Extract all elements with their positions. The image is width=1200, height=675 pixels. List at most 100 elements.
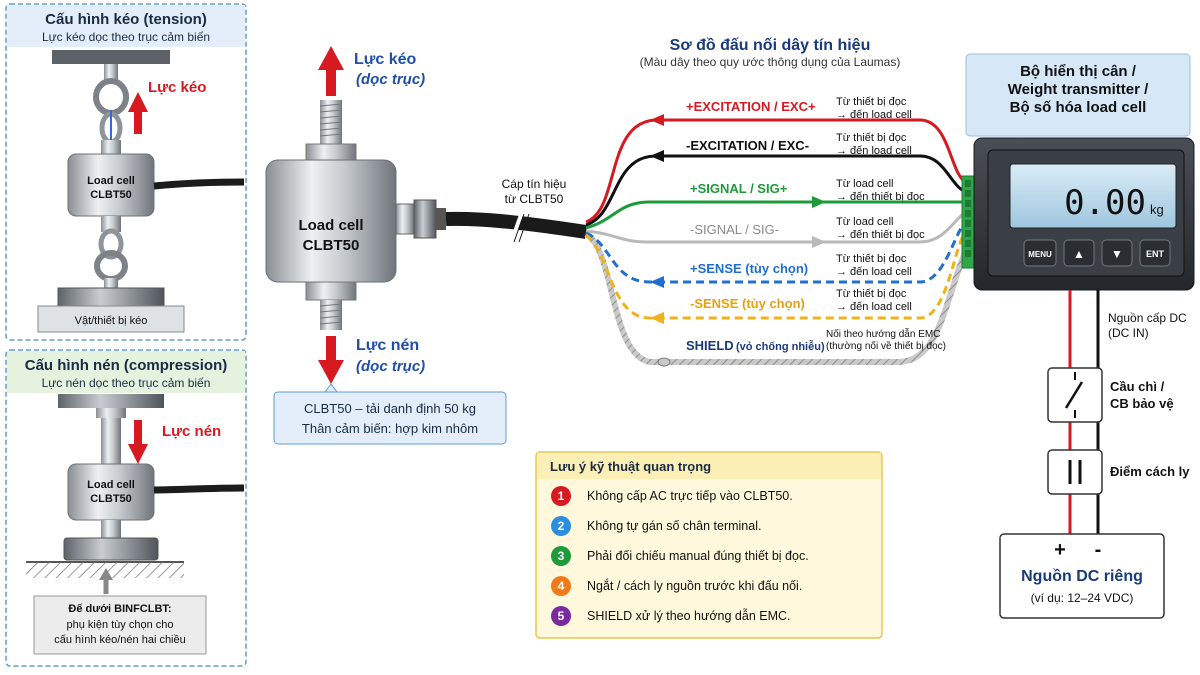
compression-cell-line2: CLBT50	[90, 493, 132, 505]
wire-dir-sense-minus-2: → đến load cell	[836, 301, 912, 313]
notes-panel: Lưu ý kỹ thuật quan trọng 1 Không cấp AC …	[535, 451, 883, 639]
push-label: Lực nén	[356, 337, 419, 354]
fuse-icon	[1047, 367, 1103, 423]
shield-label: SHIELD	[686, 338, 734, 353]
notes-title: Lưu ý kỹ thuật quan trọng	[550, 459, 711, 474]
fuse-label-2: CB bảo vệ	[1110, 396, 1174, 411]
wire-dir-sig-plus-1: Từ load cell	[836, 178, 894, 190]
signal-cable: Cáp tín hiệu từ CLBT50	[445, 177, 588, 243]
wire-dir-sense-plus-2: → đến load cell	[836, 266, 912, 278]
display-title-3: Bộ số hóa load cell	[1010, 99, 1147, 116]
main-cell-line1: Load cell	[298, 217, 363, 234]
wiring-subtitle: (Màu dây theo quy ước thông dụng của Lau…	[640, 55, 901, 69]
wire-label-sig-plus: +SIGNAL / SIG+	[690, 181, 788, 196]
compression-force-label: Lực nén	[162, 423, 221, 440]
shield-note-2: (thường nối về thiết bị đọc)	[826, 340, 946, 352]
wire-label-exc-minus: -EXCITATION / EXC-	[686, 138, 809, 153]
shield-note-1: Nối theo hướng dẫn EMC	[826, 327, 940, 340]
note-number-badge	[551, 606, 571, 626]
isolation-label: Điểm cách ly	[1110, 464, 1190, 479]
pull-sub: (dọc trục)	[356, 71, 425, 88]
compression-note-line2: phụ kiện tùy chọn cho	[66, 619, 173, 631]
note-number-badge	[551, 516, 571, 536]
tension-cell-line2: CLBT50	[90, 189, 132, 201]
down-button[interactable]: ▼	[1101, 239, 1133, 267]
cable-label-line2: từ CLBT50	[505, 192, 564, 206]
display-title-2: Weight transmitter /	[1008, 81, 1149, 98]
note-number-badge	[551, 576, 571, 596]
wire-dir-sense-minus-1: Từ thiết bị đọc	[836, 288, 907, 300]
enter-button[interactable]: ENT	[1139, 239, 1171, 267]
psu-minus: -	[1095, 539, 1102, 561]
wire-sig-minus	[585, 210, 967, 244]
wire-dir-exc-minus-2: → đến load cell	[836, 145, 912, 157]
main-load-cell: Lực kéo (dọc trục) Load cell CLBT50 Lực …	[265, 46, 507, 445]
note-text: Không tự gán số chân terminal.	[587, 519, 761, 533]
weight-indicator: Bộ hiển thị cân / Weight transmitter / B…	[965, 53, 1195, 291]
note-item: 2 Không tự gán số chân terminal.	[551, 516, 761, 536]
note-item: 5 SHIELD xử lý theo hướng dẫn EMC.	[551, 606, 791, 626]
compression-note-line1: Đế dưới BINFCLBT:	[68, 603, 171, 615]
wire-label-sig-minus: -SIGNAL / SIG-	[690, 222, 779, 237]
compression-panel: Cấu hình nén (compression) Lực nén dọc t…	[5, 349, 247, 667]
note-number: 2	[558, 519, 565, 533]
note-number: 1	[558, 489, 565, 503]
wire-sig-plus	[585, 200, 966, 230]
psu-title: Nguồn DC riêng	[1021, 568, 1143, 585]
note-number: 3	[558, 549, 565, 563]
wire-dir-exc-plus-1: Từ thiết bị đọc	[836, 96, 907, 108]
compression-note-line3: cấu hình kéo/nén hai chiều	[54, 634, 186, 646]
note-item: 1 Không cấp AC trực tiếp vào CLBT50.	[551, 486, 793, 506]
notes-list: 1 Không cấp AC trực tiếp vào CLBT50. 2 Khôn…	[551, 486, 809, 626]
wire-label-sense-minus: -SENSE (tùy chọn)	[690, 296, 805, 311]
note-item: 3 Phải đối chiếu manual đúng thiết bị đọc…	[551, 546, 809, 566]
tension-force-label: Lực kéo	[148, 79, 206, 96]
note-text: Phải đối chiếu manual đúng thiết bị đọc.	[587, 549, 809, 563]
pull-label: Lực kéo	[354, 51, 417, 68]
wire-dir-exc-minus-1: Từ thiết bị đọc	[836, 132, 907, 144]
note-text: Ngắt / cách ly nguồn trước khi đấu nối.	[587, 578, 802, 593]
compression-cell-line1: Load cell	[87, 479, 135, 491]
dc-in-label-1: Nguồn cấp DC	[1108, 311, 1187, 325]
wire-label-sense-plus: +SENSE (tùy chọn)	[690, 261, 808, 276]
tension-cell-line1: Load cell	[87, 175, 135, 187]
main-cell-line2: CLBT50	[303, 237, 360, 254]
wire-labels: Sơ đồ đấu nối dây tín hiệu (Màu dây theo…	[640, 37, 946, 353]
tension-title: Cấu hình kéo (tension)	[45, 11, 207, 28]
power-section: Nguồn cấp DC (DC IN) Cầu chì / CB bảo vệ…	[999, 290, 1190, 619]
note-number-badge	[551, 546, 571, 566]
wire-dir-exc-plus-2: → đến load cell	[836, 109, 912, 121]
push-sub: (dọc trục)	[356, 358, 425, 375]
display-value: 0.00	[1064, 183, 1146, 223]
isolation-icon	[1047, 449, 1103, 495]
up-arrow-icon: ▲	[1073, 247, 1085, 261]
note-text: SHIELD xử lý theo hướng dẫn EMC.	[587, 608, 791, 623]
fuse-label-1: Cầu chì /	[1110, 379, 1165, 394]
psu-sub: (ví dụ: 12–24 VDC)	[1031, 591, 1134, 605]
note-number: 4	[558, 579, 565, 593]
note-number: 5	[558, 609, 565, 623]
menu-button[interactable]: MENU	[1023, 239, 1057, 267]
wire-dir-sig-minus-1: Từ load cell	[836, 216, 894, 228]
up-button[interactable]: ▲	[1063, 239, 1095, 267]
tension-panel: Cấu hình kéo (tension) Lực kéo dọc theo …	[5, 3, 247, 341]
display-unit: kg	[1150, 202, 1164, 217]
note-item: 4 Ngắt / cách ly nguồn trước khi đấu nối.	[551, 576, 802, 596]
dc-in-label-2: (DC IN)	[1108, 326, 1149, 340]
wiring-title: Sơ đồ đấu nối dây tín hiệu	[670, 37, 871, 54]
wire-bundle	[584, 114, 981, 367]
enter-button-label: ENT	[1146, 249, 1165, 259]
wire-dir-sig-plus-2: → đến thiết bị đọc	[836, 191, 925, 203]
note-number-badge	[551, 486, 571, 506]
spec-line2: Thân cảm biến: hợp kim nhôm	[302, 421, 478, 436]
psu-plus: +	[1054, 539, 1066, 561]
wire-label-exc-plus: +EXCITATION / EXC+	[686, 99, 816, 114]
menu-button-label: MENU	[1028, 250, 1052, 259]
tension-subtitle: Lực kéo dọc theo trục cảm biến	[42, 30, 210, 44]
down-arrow-icon: ▼	[1111, 247, 1123, 261]
wire-exc-plus	[585, 118, 967, 224]
note-text: Không cấp AC trực tiếp vào CLBT50.	[587, 489, 793, 503]
wire-dir-sig-minus-2: → đến thiết bị đọc	[836, 229, 925, 241]
compression-title: Cấu hình nén (compression)	[25, 357, 228, 374]
